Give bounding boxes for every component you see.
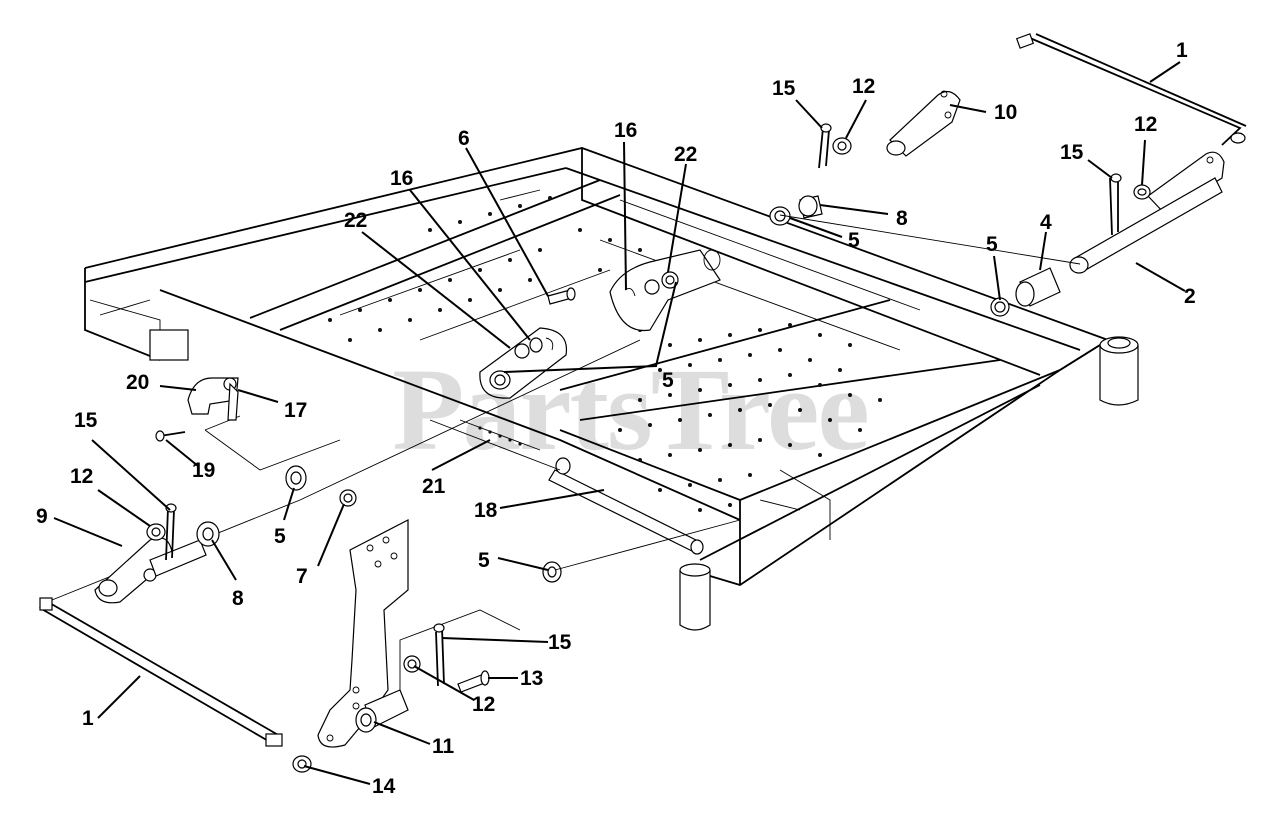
frame-front-post [679, 336, 1139, 631]
callout-17: 17 [284, 399, 308, 422]
callout-21: 21 [422, 475, 446, 498]
callout-12-top: 12 [852, 75, 876, 98]
callout-15-lower: 15 [548, 631, 572, 654]
center-pivot-assembly [479, 249, 721, 399]
callout-6: 6 [458, 127, 470, 150]
callout-12-left: 12 [70, 465, 94, 488]
lower-lift-bracket [292, 519, 521, 773]
callout-2: 2 [1184, 285, 1196, 308]
left-lift-arm-assembly [39, 339, 741, 747]
callout-16-left: 16 [390, 167, 414, 190]
callout-8-top: 8 [896, 207, 908, 230]
leader-lines [53, 61, 1186, 785]
callout-5-left: 5 [274, 525, 286, 548]
callout-14: 14 [372, 775, 396, 798]
callout-15-top: 15 [772, 77, 796, 100]
callout-5-top: 5 [848, 229, 860, 252]
callout-22-top: 22 [674, 143, 698, 166]
callout-8-left: 8 [232, 587, 244, 610]
callout-10: 10 [994, 101, 1018, 124]
callout-1-lower: 1 [82, 707, 94, 730]
callout-13: 13 [520, 667, 544, 690]
callout-12-lower: 12 [472, 693, 496, 716]
callout-15-right: 15 [1060, 141, 1084, 164]
callout-7: 7 [296, 565, 308, 588]
callout-5-center: 5 [662, 369, 674, 392]
callout-22-left: 22 [344, 209, 368, 232]
callout-5-lower: 5 [478, 549, 490, 572]
callout-19: 19 [192, 459, 216, 482]
deck-perforations [328, 196, 882, 512]
callout-11: 11 [432, 735, 455, 758]
callout-16-top: 16 [614, 119, 638, 142]
callout-4: 4 [1040, 211, 1052, 234]
callout-9: 9 [36, 505, 48, 528]
callout-12-right: 12 [1134, 113, 1158, 136]
callout-5-right: 5 [986, 233, 998, 256]
callout-18: 18 [474, 499, 498, 522]
callout-15-left: 15 [74, 409, 98, 432]
callout-1-upper: 1 [1176, 39, 1188, 62]
frame-outline [84, 147, 1111, 586]
upper-lift-arm-assembly [769, 33, 1247, 317]
callout-20: 20 [126, 371, 150, 394]
